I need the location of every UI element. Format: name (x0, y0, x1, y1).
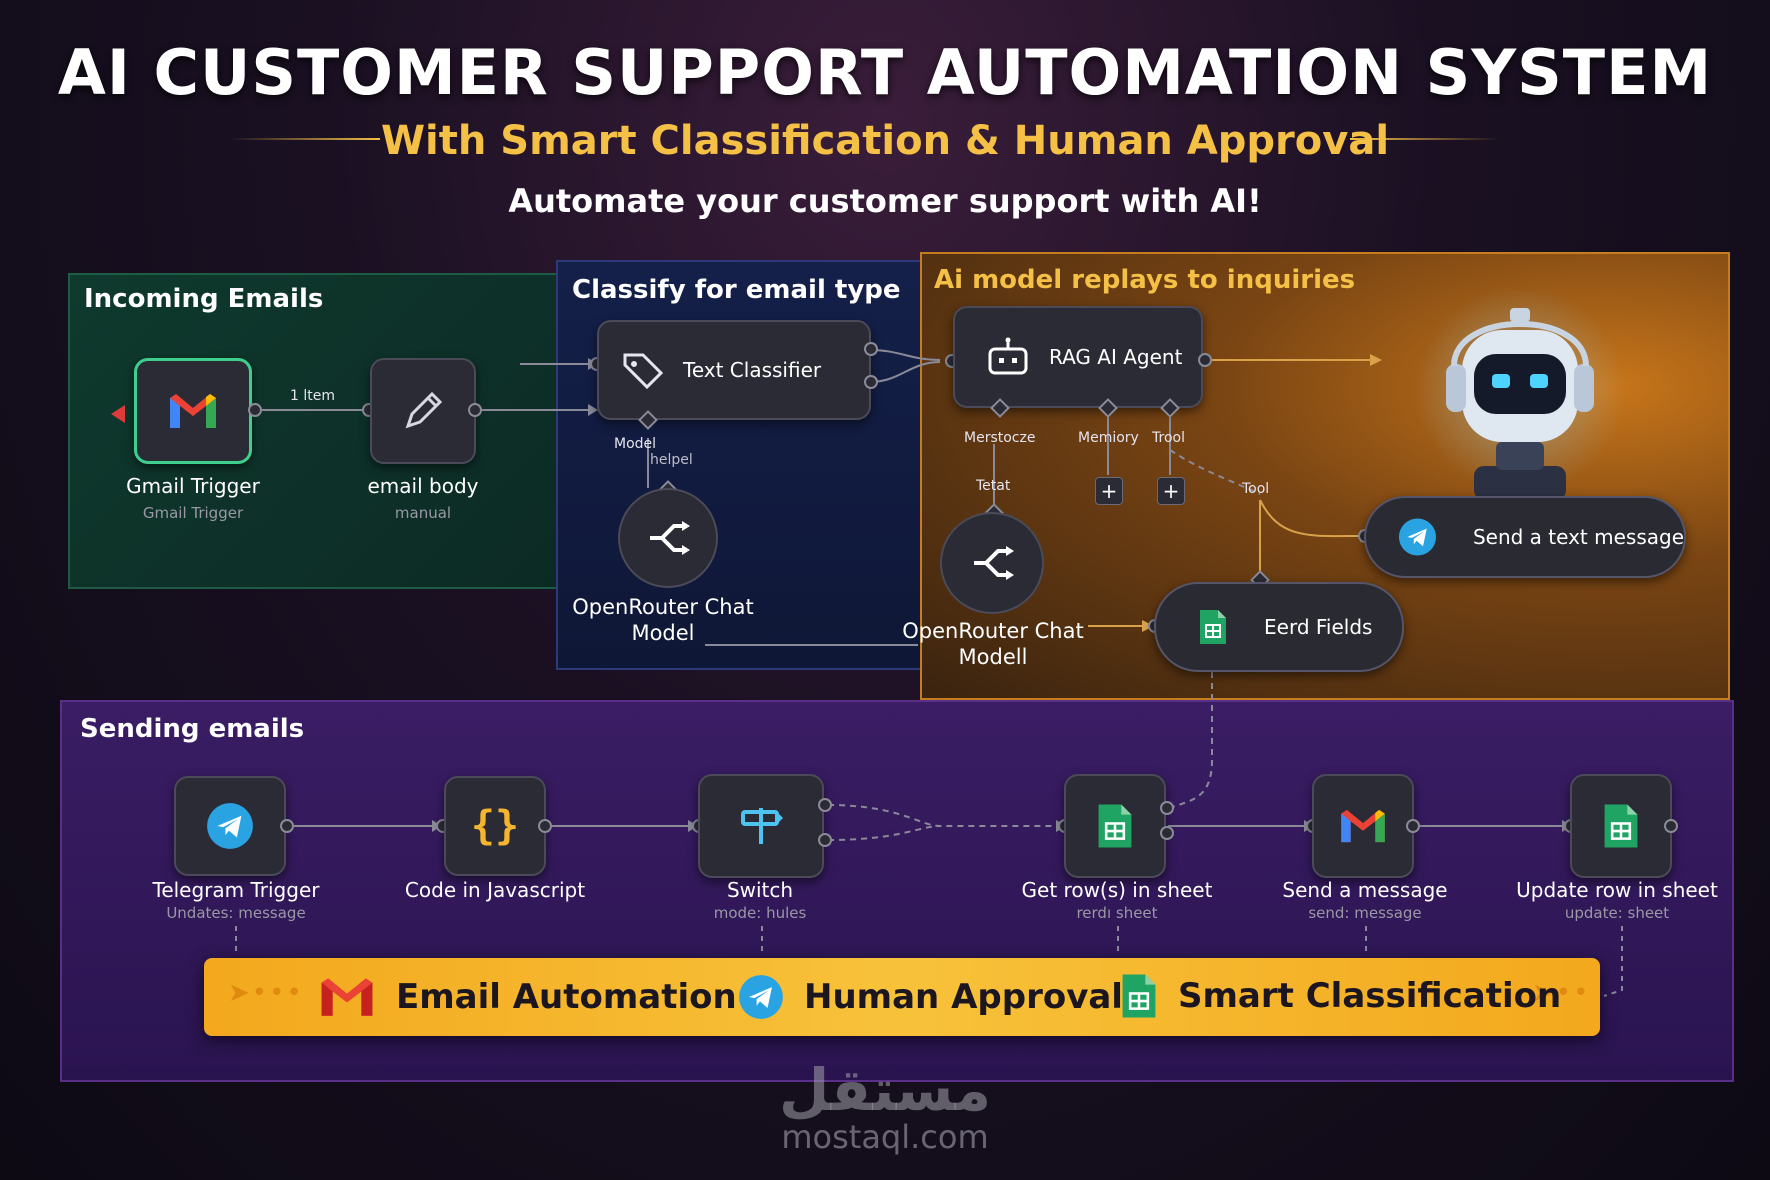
tag-icon (623, 353, 664, 389)
code-javascript-label: Code in Javascript (404, 878, 586, 902)
update-row-sub: update: sheet (1564, 904, 1670, 922)
text-classifier-output-port-1[interactable] (864, 342, 878, 356)
gmail-trigger-label: Gmail Trigger (126, 474, 260, 498)
rag-model-port-label: Merstocze (964, 430, 1036, 446)
openrouter-2-label: OpenRouter Chat Modell (902, 619, 1084, 669)
text-classifier-output-port-2[interactable] (864, 375, 878, 389)
watermark-latin: mostaql.com (781, 1118, 989, 1156)
rag-agent-node[interactable]: RAG AI Agent (953, 306, 1203, 408)
rag-memory-port-label: Memiory (1078, 430, 1139, 446)
rag-agent-label: RAG AI Agent (1049, 345, 1183, 369)
switch-output-port-1[interactable] (818, 798, 832, 812)
gmail-icon (1341, 809, 1385, 843)
update-row-node[interactable] (1570, 774, 1672, 878)
telegram-trigger-output-port[interactable] (280, 819, 294, 833)
get-rows-node[interactable] (1064, 774, 1166, 878)
send-message-node[interactable] (1312, 774, 1414, 878)
page-title: AI CUSTOMER SUPPORT AUTOMATION SYSTEM (57, 36, 1713, 109)
switch-node[interactable] (698, 774, 824, 878)
trigger-indicator-icon (111, 405, 125, 423)
page-subtitle: With Smart Classification & Human Approv… (380, 118, 1390, 164)
tool-edge-label: Tool (1242, 481, 1270, 497)
code-output-port[interactable] (538, 819, 552, 833)
section-sending-title: Sending emails (80, 714, 305, 744)
banner-item-smart-classification: Smart Classification (1120, 972, 1561, 1020)
feature-banner (204, 958, 1600, 1036)
send-text-message-node[interactable]: Send a text message (1364, 496, 1686, 578)
google-sheets-icon (1098, 804, 1132, 848)
robot-icon (988, 337, 1028, 375)
section-ai-title: Ai model replays to inquiries (934, 265, 1356, 295)
banner-smart-classification-label: Smart Classification (1178, 976, 1562, 1016)
get-rows-output-port-2[interactable] (1160, 826, 1174, 840)
get-rows-label: Get row(s) in sheet (1021, 878, 1213, 902)
model-port-sub: helpel (650, 452, 693, 468)
pencil-icon (405, 391, 443, 429)
section-classify-title: Classify for email type (572, 275, 901, 305)
gmail-icon (321, 978, 373, 1016)
rag-tool-port-label: Trool (1152, 430, 1185, 446)
telegram-icon (739, 975, 783, 1019)
banner-email-automation-label: Email Automation (396, 977, 737, 1017)
send-message-output-port[interactable] (1406, 819, 1420, 833)
get-rows-output-port-1[interactable] (1160, 801, 1174, 815)
gmail-icon (170, 394, 216, 428)
gmail-trigger-node[interactable] (134, 358, 252, 464)
openrouter-1-label: OpenRouter Chat Model (572, 595, 754, 645)
text-classifier-label: Text Classifier (683, 358, 822, 382)
google-sheets-icon (1604, 804, 1638, 848)
text-classifier-node[interactable]: Text Classifier (597, 320, 871, 420)
send-text-message-label: Send a text message (1472, 525, 1684, 549)
openrouter-2-node[interactable] (940, 512, 1044, 614)
telegram-icon (1398, 518, 1437, 556)
edge-label-item: 1 ltem (290, 388, 335, 404)
subtitle-left-rule (230, 138, 380, 140)
openrouter-icon (650, 521, 690, 555)
email-body-node[interactable] (370, 358, 476, 464)
send-message-sub: send: message (1308, 904, 1422, 922)
rag-agent-output-port[interactable] (1198, 353, 1212, 367)
model-port-label: Model (614, 436, 657, 452)
banner-left-arrows-icon: ➤••• (228, 978, 304, 1008)
ai-robot-icon (1415, 290, 1625, 500)
gmail-trigger-sub: Gmail Trigger (142, 504, 244, 522)
gmail-trigger-output-port[interactable] (248, 403, 262, 417)
openrouter-1-node[interactable] (618, 488, 718, 588)
update-row-output-port[interactable] (1664, 819, 1678, 833)
watermark-arabic: مستقل (778, 1056, 992, 1124)
switch-icon (741, 808, 783, 844)
update-row-label: Update row in sheet (1516, 878, 1718, 902)
section-incoming-title: Incoming Emails (84, 284, 324, 314)
page-tagline: Automate your customer support with AI! (508, 182, 1262, 220)
banner-item-human-approval: Human Approval (738, 974, 1123, 1020)
banner-right-arrows-icon: ➤•• (1532, 978, 1591, 1008)
add-memory-button[interactable]: + (1095, 477, 1123, 505)
telegram-trigger-label: Telegram Trigger (152, 878, 320, 902)
email-body-sub: manual (394, 504, 452, 522)
banner-item-email-automation: Email Automation (318, 976, 737, 1018)
telegram-trigger-sub: Undates: message (166, 904, 306, 922)
switch-label: Switch (726, 878, 794, 902)
google-sheets-icon (1122, 974, 1156, 1018)
telegram-trigger-node[interactable] (174, 776, 286, 876)
send-message-label: Send a message (1282, 878, 1448, 902)
openrouter-icon (974, 546, 1014, 580)
code-braces-icon: {} (470, 803, 520, 849)
get-rows-sub: rerdı sheet (1076, 904, 1158, 922)
erd-fields-label: Eerd Fields (1264, 615, 1373, 639)
switch-sub: mode: hules (713, 904, 807, 922)
email-body-output-port[interactable] (468, 403, 482, 417)
add-tool-button[interactable]: + (1157, 477, 1185, 505)
erd-fields-node[interactable]: Eerd Fields (1154, 582, 1404, 672)
switch-output-port-2[interactable] (818, 833, 832, 847)
telegram-icon (207, 803, 253, 849)
banner-human-approval-label: Human Approval (804, 977, 1123, 1017)
text-port-label: Tetat (976, 478, 1011, 494)
google-sheets-icon (1200, 610, 1226, 644)
email-body-label: email body (367, 474, 479, 498)
code-javascript-node[interactable]: {} (444, 776, 546, 876)
